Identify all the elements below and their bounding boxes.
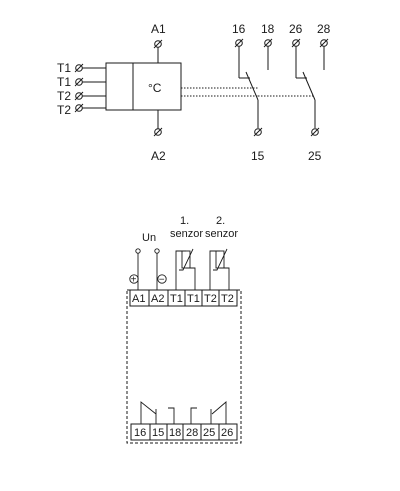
terminal-strip-top: A1 A2 T1 T1 T2 T2 [129,289,238,307]
minus-symbol: − [157,274,167,286]
terminal-bottom-15: 15 [152,427,164,439]
terminal-bottom-16: 16 [134,427,146,439]
plus-symbol: + [129,274,139,286]
sensor-input-4: T2 [57,103,106,117]
terminal-top-t2b: T2 [221,293,234,305]
terminal-label-25: 25 [308,149,322,163]
device-housing-outline [126,289,242,444]
terminal-bottom-26: 26 [221,427,233,439]
sensor-1-name: senzor [170,228,203,240]
svg-text:−: − [159,275,165,286]
terminal-top-a2: A2 [151,293,164,305]
output-contact-1 [140,401,157,424]
terminal-a2-symbol [153,127,163,137]
sensor-1-thermistor-icon [179,248,194,271]
svg-text:T2: T2 [57,89,71,103]
terminal-label-18: 18 [261,22,275,36]
terminal-top-t2a: T2 [204,293,217,305]
sensor-2-number: 2. [216,215,225,227]
contact-blade-2 [302,71,316,101]
sensor-1-wire-right [186,267,196,290]
bottom-connection-diagram: 1. senzor 2. senzor Un + − [126,215,242,444]
sensor-2-name: senzor [205,228,238,240]
terminal-28-symbol [319,38,329,48]
svg-text:T1: T1 [57,61,71,75]
relay-body [105,62,182,111]
sensor-2-wire-right [220,267,230,290]
terminal-top-t1a: T1 [170,293,183,305]
sensor-input-3: T2 [57,89,106,103]
sensor-1-wire-left [175,250,186,290]
supply-tap-a1 [135,248,141,254]
sensor-1-number: 1. [180,215,189,227]
terminal-top-t1b: T1 [187,293,200,305]
terminal-a1-symbol [153,39,163,49]
terminal-strip-bottom: 16 15 18 28 25 26 [130,423,238,441]
terminal-16-symbol [234,38,244,48]
sensor-input-2: T1 [57,75,106,89]
sensor-input-1: T1 [57,61,106,75]
terminal-label-a2: A2 [151,149,166,163]
terminal-bottom-25: 25 [203,427,215,439]
terminal-label-16: 16 [232,22,246,36]
sensor-2-thermistor-icon [213,248,228,271]
terminal-bottom-28: 28 [186,427,198,439]
terminal-26-symbol [291,38,301,48]
contact-blade-1 [245,71,259,101]
output-contact-2 [210,401,227,424]
supply-tap-a2 [154,248,160,254]
terminal-18-symbol [263,38,273,48]
top-schematic: A1 A2 °C T1 T1 T2 [57,22,331,163]
svg-text:+: + [131,275,137,286]
svg-text:T2: T2 [57,103,71,117]
svg-text:T1: T1 [57,75,71,89]
terminal-label-a1: A1 [151,22,166,36]
temperature-symbol: °C [148,81,162,95]
sensor-2-wire-left [209,250,220,290]
supply-label-un: Un [142,232,156,244]
terminal-label-26: 26 [289,22,303,36]
terminal-25-symbol [310,127,320,137]
terminal-15-symbol [253,127,263,137]
terminal-top-a1: A1 [132,293,145,305]
terminal-bottom-18: 18 [169,427,181,439]
terminal-label-28: 28 [317,22,331,36]
terminal-label-15: 15 [251,149,265,163]
output-contact-middle [168,407,197,424]
